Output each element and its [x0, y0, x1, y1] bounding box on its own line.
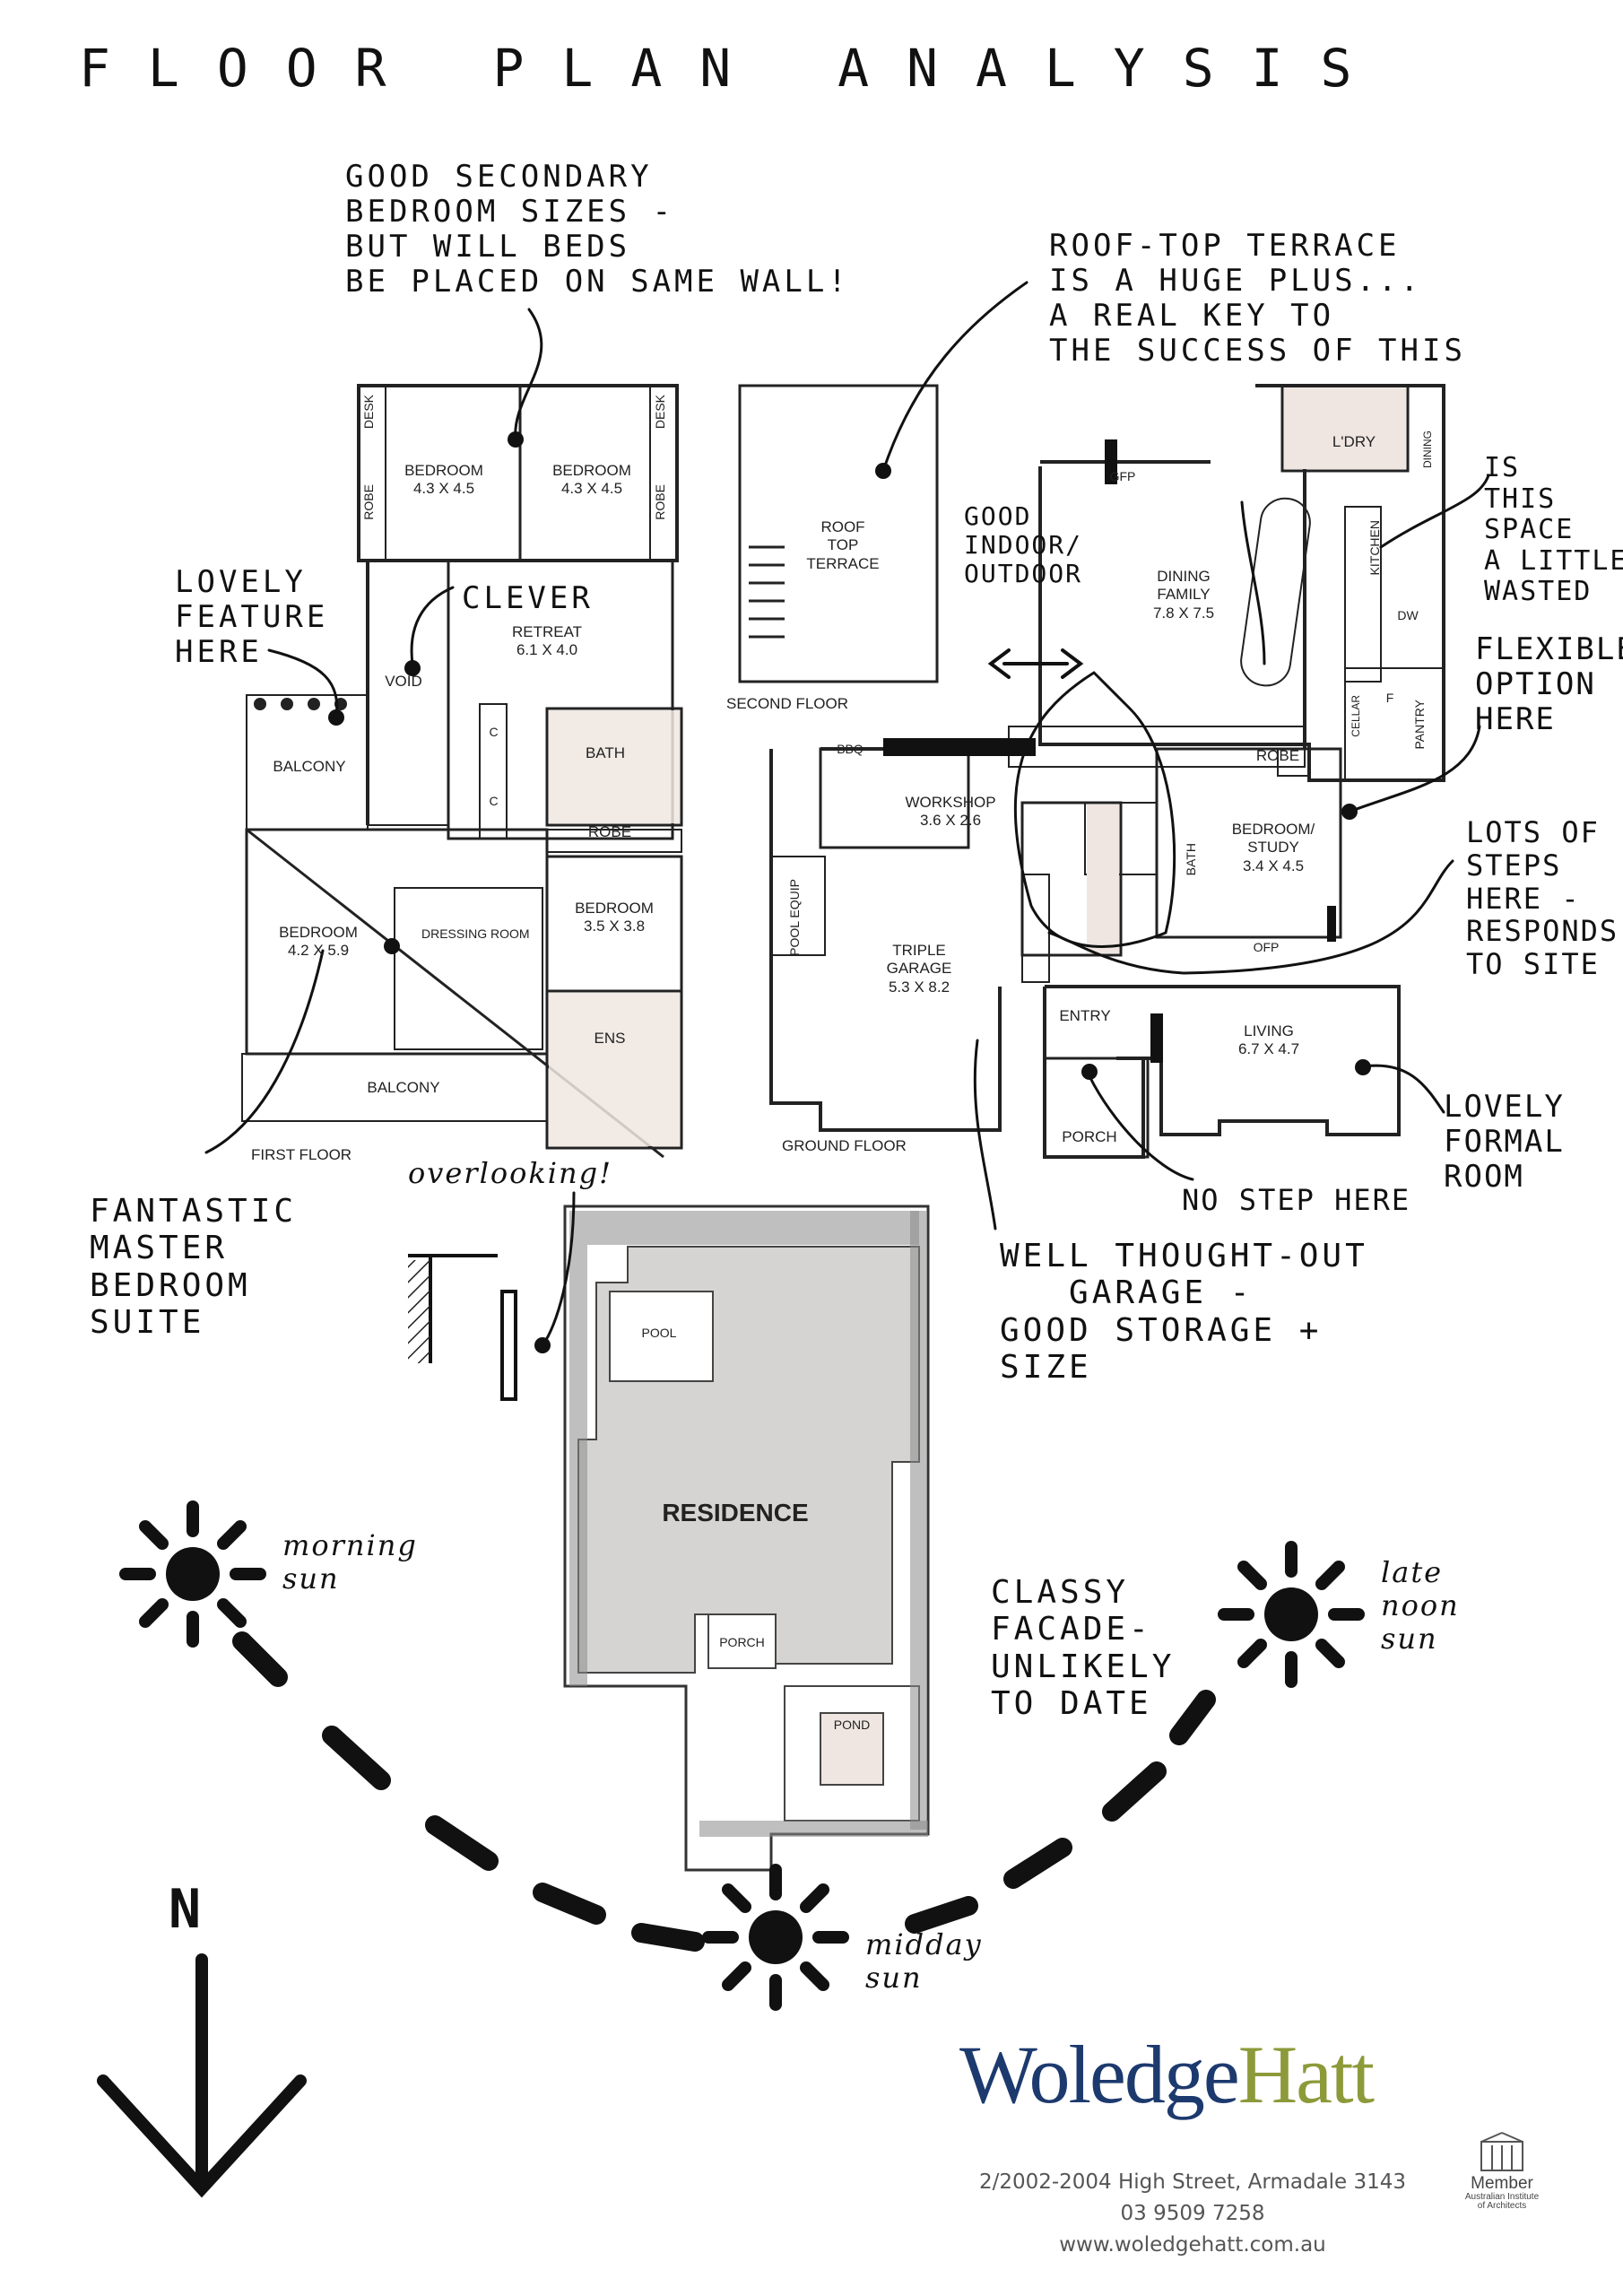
- room-void: VOID: [385, 673, 422, 690]
- room-robe-first: ROBE: [587, 823, 632, 840]
- room-desk-left: DESK: [361, 395, 376, 430]
- late-sun-icon: [1218, 1541, 1365, 1688]
- note-garage: WELL THOUGHT-OUT GARAGE - GOOD STORAGE +…: [1000, 1238, 1368, 1387]
- room-workshop: WORKSHOP 3.6 X 2.6: [905, 794, 996, 830]
- note-flexible: FLEXIBLE OPTION HERE: [1475, 631, 1623, 738]
- solid-walls: [883, 439, 1336, 1063]
- first-floor-label: FIRST FLOOR: [251, 1146, 352, 1163]
- room-desk-right: DESK: [653, 395, 667, 430]
- room-pool-equip: POOL EQUIP: [787, 879, 802, 956]
- sun-path: [232, 1631, 1216, 1952]
- brand-address: 2/2002-2004 High Street, Armadale 3143: [978, 2170, 1407, 2194]
- brand-website[interactable]: www.woledgehatt.com.au: [1059, 2233, 1326, 2257]
- room-robe-right: ROBE: [653, 484, 667, 520]
- room-dining-vert: DINING: [1421, 430, 1434, 468]
- room-balcony-lower: BALCONY: [367, 1079, 440, 1096]
- room-c1: C: [489, 725, 499, 739]
- ground-floor-label: GROUND FLOOR: [782, 1137, 907, 1154]
- first-floor-wet-bath: [549, 710, 680, 823]
- note-late-sun: late noon sun: [1381, 1555, 1460, 1656]
- neighbour-hatch: [408, 1254, 517, 1401]
- room-gfp: GFP: [1109, 469, 1136, 483]
- page-title: FLOOR PLAN ANALYSIS: [79, 38, 1390, 99]
- site-pond: POND: [833, 1718, 871, 1732]
- room-c2: C: [489, 794, 499, 808]
- balcony-planters: [254, 698, 347, 710]
- room-porch: PORCH: [1062, 1128, 1117, 1145]
- ground-floor-wet-bath: [1087, 804, 1119, 953]
- room-pantry: PANTRY: [1412, 700, 1427, 750]
- room-dw: DW: [1397, 608, 1419, 622]
- member-org: Australian Institute of Architects: [1464, 2191, 1540, 2212]
- note-roof-terrace: ROOF-TOP TERRACE IS A HUGE PLUS... A REA…: [1049, 228, 1466, 370]
- ground-floor-plan: [769, 384, 1445, 1159]
- member-badge: Member Australian Institute of Architect…: [1444, 2175, 1560, 2212]
- room-ens: ENS: [594, 1030, 626, 1047]
- north-label: N: [169, 1878, 205, 1941]
- room-bbq: BBQ: [837, 742, 864, 756]
- first-floor-wet-ens: [549, 993, 680, 1146]
- note-lovely-feature: LOVELY FEATURE HERE: [175, 564, 329, 671]
- member-label: Member: [1471, 2174, 1533, 2193]
- note-master-suite: FANTASTIC MASTER BEDROOM SUITE: [90, 1193, 298, 1342]
- ldry-wet-area: [1284, 387, 1406, 469]
- room-cellar: CELLAR: [1350, 695, 1362, 737]
- room-bedroom-a: BEDROOM 4.3 X 4.5: [404, 462, 483, 498]
- note-midday-sun: midday sun: [865, 1927, 983, 1995]
- brand-name-part2: Hatt: [1237, 2029, 1375, 2120]
- note-morning-sun: morning sun: [282, 1528, 418, 1596]
- annotation-leaders: [204, 281, 1490, 1347]
- room-balcony-upper: BALCONY: [273, 758, 346, 775]
- room-ldry: L'DRY: [1332, 433, 1376, 450]
- room-retreat: RETREAT 6.1 X 4.0: [511, 623, 583, 659]
- note-facade: CLASSY FACADE- UNLIKELY TO DATE: [991, 1574, 1176, 1723]
- room-bath-ground: BATH: [1184, 843, 1198, 876]
- note-overlooking: overlooking!: [408, 1156, 612, 1190]
- room-robe-ground: ROBE: [1255, 747, 1300, 764]
- room-kitchen: KITCHEN: [1367, 520, 1382, 576]
- site-residence: RESIDENCE: [662, 1499, 809, 1526]
- annotation-dots: [328, 431, 1371, 1353]
- note-no-step: NO STEP HERE: [1182, 1183, 1411, 1217]
- second-floor-label: SECOND FLOOR: [726, 695, 849, 712]
- note-indoor-outdoor: GOOD INDOOR/ OUTDOOR: [964, 501, 1083, 589]
- room-roof-terrace: ROOF TOP TERRACE: [806, 518, 880, 572]
- room-entry: ENTRY: [1059, 1007, 1111, 1024]
- site-plan: [563, 1205, 930, 1872]
- note-wasted-space: IS THIS SPACE A LITTLE WASTED: [1484, 452, 1623, 607]
- brand-name-part1: Woledge: [959, 2029, 1240, 2120]
- room-bedroom-study: BEDROOM/ STUDY 3.4 X 4.5: [1231, 821, 1315, 874]
- room-bedroom-c: BEDROOM 3.5 X 3.8: [575, 900, 654, 935]
- institute-logo-icon: [1480, 2132, 1523, 2171]
- note-secondary-bedrooms: GOOD SECONDARY BEDROOM SIZES - BUT WILL …: [345, 159, 850, 300]
- room-dining-family: DINING FAMILY 7.8 X 7.5: [1152, 568, 1215, 622]
- note-clever: CLEVER: [462, 580, 594, 616]
- room-f: F: [1385, 691, 1394, 705]
- room-robe-left: ROBE: [361, 484, 376, 520]
- room-bath-first: BATH: [585, 744, 626, 761]
- site-porch: PORCH: [719, 1635, 765, 1649]
- midday-sun-icon: [702, 1864, 849, 2011]
- brand-logo: WoledgeHatt: [959, 2027, 1375, 2122]
- second-floor-plan: [738, 384, 939, 683]
- room-dressing: DRESSING ROOM: [421, 926, 530, 941]
- morning-sun-icon: [119, 1500, 266, 1648]
- north-arrow-icon: [97, 1953, 307, 2198]
- room-triple-garage: TRIPLE GARAGE 5.3 X 8.2: [886, 942, 952, 996]
- room-bedroom-b: BEDROOM 4.3 X 4.5: [552, 462, 631, 498]
- room-bedroom-master: BEDROOM 4.2 X 5.9: [279, 924, 358, 960]
- room-living: LIVING 6.7 X 4.7: [1237, 1022, 1300, 1058]
- note-formal-room: LOVELY FORMAL ROOM: [1444, 1089, 1565, 1196]
- note-steps: LOTS OF STEPS HERE - RESPONDS TO SITE: [1466, 815, 1619, 982]
- site-pool: POOL: [641, 1326, 677, 1340]
- room-ofp: OFP: [1253, 940, 1280, 954]
- brand-phone: 03 9509 7258: [1120, 2202, 1265, 2225]
